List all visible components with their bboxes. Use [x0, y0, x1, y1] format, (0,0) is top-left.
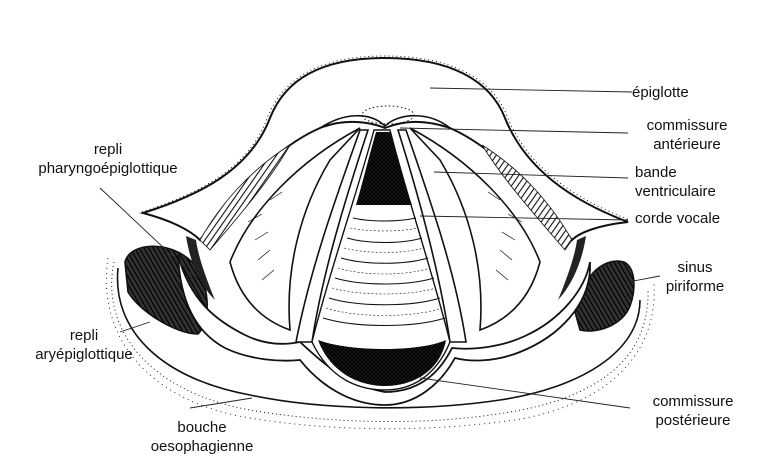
label-sinus-piriforme: sinus piriforme — [660, 258, 730, 296]
label-bouche-oesophagienne: bouche oesophagienne — [132, 418, 272, 456]
label-repli-aryepiglottique: repli aryépiglottique — [14, 326, 154, 364]
label-commissure-anterieure: commissure antérieure — [622, 116, 752, 154]
label-repli-pharyngoepiglottique: repli pharyngoépiglottique — [8, 140, 208, 178]
label-corde-vocale: corde vocale — [635, 209, 720, 228]
glottis-trachea — [312, 130, 450, 390]
label-commissure-posterieure: commissure postérieure — [628, 392, 758, 430]
label-epiglotte: épiglotte — [632, 83, 689, 102]
label-bande-ventriculaire: bande ventriculaire — [635, 163, 716, 201]
